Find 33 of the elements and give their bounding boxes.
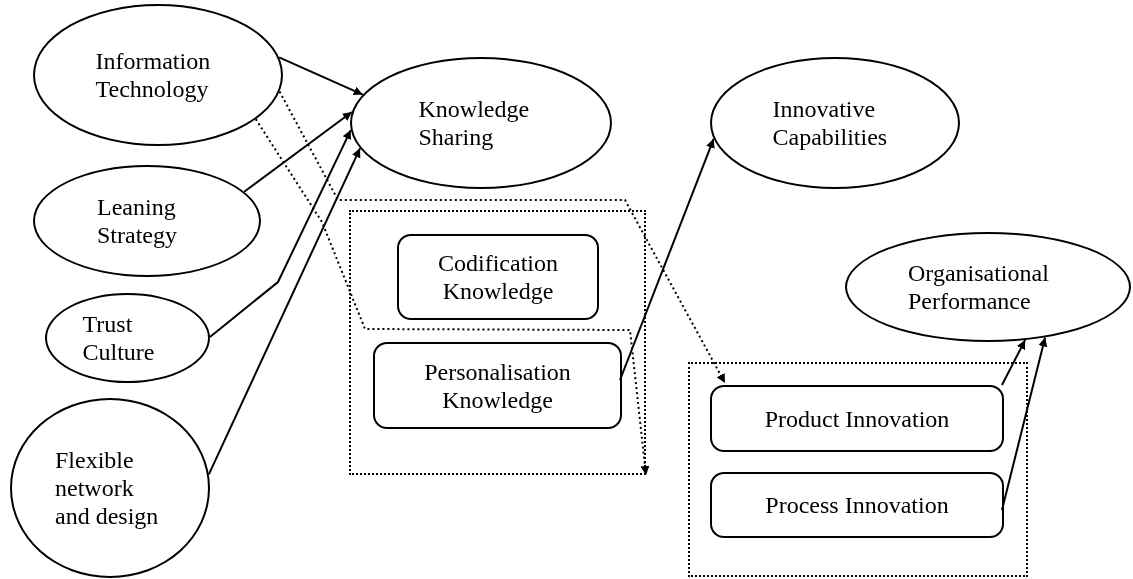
node-label: Information Technology <box>95 47 212 103</box>
node-label: Product Innovation <box>764 404 950 433</box>
node-label: Organisational Performance <box>908 259 1050 315</box>
node-label: Innovative Capabilities <box>772 95 889 151</box>
dotted-group-box <box>688 362 1028 577</box>
arrow <box>207 147 361 476</box>
ellipse-node <box>33 4 283 146</box>
node-label: Trust Culture <box>82 310 156 366</box>
ellipse-node <box>10 398 210 578</box>
arrow <box>278 56 364 96</box>
dotted-group-box <box>349 210 646 475</box>
rounded-box <box>373 342 622 429</box>
node-label: Leaning Strategy <box>97 193 178 249</box>
node-label: Process Innovation <box>765 491 949 519</box>
rounded-box <box>710 385 1004 452</box>
node-label: Knowledge Sharing <box>418 95 531 151</box>
dotted-arrow <box>254 118 650 476</box>
dotted-arrow <box>278 90 726 384</box>
ellipse-node <box>710 57 960 189</box>
arrow <box>619 137 715 381</box>
ellipse-node <box>350 57 612 189</box>
ellipse-node <box>45 293 210 383</box>
rounded-box <box>710 472 1004 538</box>
arrow <box>243 111 353 193</box>
arrow <box>209 129 352 338</box>
rounded-box <box>397 234 599 320</box>
ellipse-node <box>845 232 1131 342</box>
node-label: Flexible network and design <box>55 446 160 530</box>
arrow <box>1001 336 1048 511</box>
ellipse-node <box>33 165 261 277</box>
arrow <box>1001 339 1027 386</box>
node-label: Personalisation Knowledge <box>423 357 572 414</box>
node-label: Codification Knowledge <box>437 249 559 305</box>
